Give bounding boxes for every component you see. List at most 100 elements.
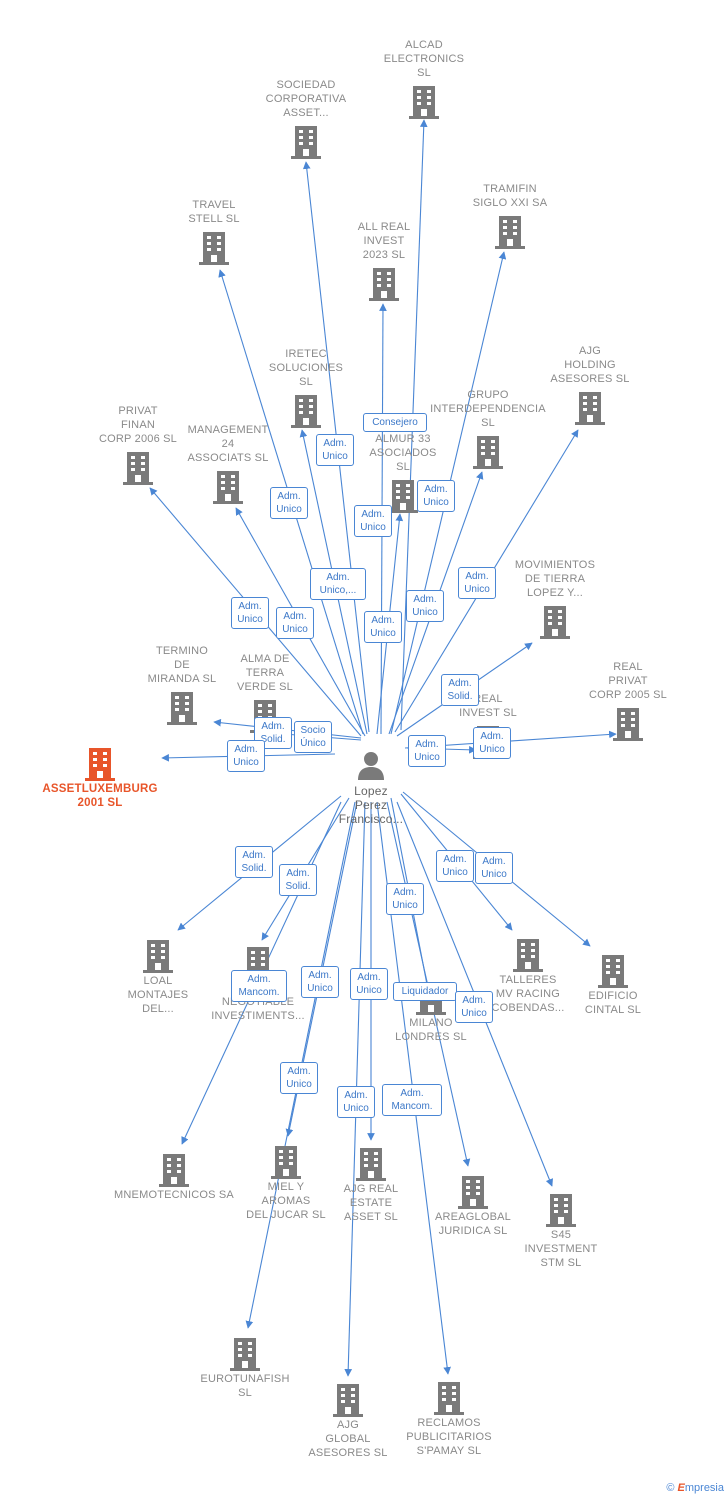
company-alcad[interactable]: ALCAD ELECTRONICS SL — [359, 39, 489, 120]
company-assetlux[interactable]: ASSETLUXEMBURG 2001 SL — [35, 746, 165, 810]
role-badge[interactable]: Adm. Mancom. — [382, 1084, 442, 1116]
building-icon — [611, 706, 645, 742]
role-badge[interactable]: Adm. Unico — [455, 991, 493, 1023]
company-travel[interactable]: TRAVEL STELL SL — [149, 199, 279, 266]
company-mnemo[interactable]: MNEMOTECNICOS SA — [109, 1152, 239, 1202]
company-grupo[interactable]: GRUPO INTERDEPENDENCIA SL — [423, 389, 553, 470]
role-badge[interactable]: Adm. Unico,... — [310, 568, 366, 600]
building-icon — [544, 1192, 578, 1228]
company-label: S45 INVESTMENT STM SL — [524, 1229, 598, 1269]
building-icon — [354, 1146, 388, 1182]
building-icon — [165, 690, 199, 726]
company-label: REAL INVEST SL — [459, 693, 517, 719]
role-badge[interactable]: Adm. Unico — [417, 480, 455, 512]
building-icon — [596, 953, 630, 989]
building-icon — [511, 937, 545, 973]
company-edificio[interactable]: EDIFICIO CINTAL SL — [548, 953, 678, 1017]
company-ajgglobal[interactable]: AJG GLOBAL ASESORES SL — [283, 1382, 413, 1460]
role-badge[interactable]: Adm. Unico — [276, 607, 314, 639]
company-realprivat[interactable]: REAL PRIVAT CORP 2005 SL — [563, 661, 693, 742]
building-icon — [141, 938, 175, 974]
role-badge[interactable]: Adm. Unico — [337, 1086, 375, 1118]
company-talleres[interactable]: TALLERES MV RACING COBENDAS... — [463, 937, 593, 1015]
company-label: MNEMOTECNICOS SA — [114, 1189, 234, 1201]
company-privatfinan[interactable]: PRIVAT FINAN CORP 2006 SL — [73, 405, 203, 486]
role-badge[interactable]: Adm. Unico — [364, 611, 402, 643]
company-label: MOVIMIENTOS DE TIERRA LOPEZ Y... — [514, 559, 596, 599]
company-tramifin[interactable]: TRAMIFIN SIGLO XXI SA — [445, 183, 575, 250]
role-badge[interactable]: Adm. Unico — [316, 434, 354, 466]
copyright-icon: © — [666, 1482, 675, 1494]
building-icon — [493, 214, 527, 250]
company-ajgreal[interactable]: AJG REAL ESTATE ASSET SL — [306, 1146, 436, 1224]
building-icon — [121, 450, 155, 486]
building-icon — [228, 1336, 262, 1372]
company-label: TRAVEL STELL SL — [188, 199, 240, 225]
company-areaglobal[interactable]: AREAGLOBAL JURIDICA SL — [408, 1174, 538, 1238]
company-management[interactable]: MANAGEMENT 24 ASSOCIATS SL — [163, 424, 293, 505]
company-movimientos[interactable]: MOVIMIENTOS DE TIERRA LOPEZ Y... — [490, 559, 620, 640]
company-loal[interactable]: LOAL MONTAJES DEL... — [93, 938, 223, 1016]
role-badge[interactable]: Adm. Solid. — [441, 674, 479, 706]
role-badge[interactable]: Adm. Unico — [408, 735, 446, 767]
company-label: AJG HOLDING ASESORES SL — [550, 345, 630, 385]
role-badge[interactable]: Adm. Unico — [270, 487, 308, 519]
company-label: TERMINO DE MIRANDA SL — [147, 645, 217, 685]
company-label: TALLERES MV RACING COBENDAS... — [491, 974, 565, 1014]
role-badge[interactable]: Adm. Solid. — [235, 846, 273, 878]
company-alma[interactable]: ALMA DE TERRA VERDE SL — [200, 653, 330, 734]
building-icon — [289, 124, 323, 160]
role-badge[interactable]: Adm. Unico — [280, 1062, 318, 1094]
company-label: ALCAD ELECTRONICS SL — [383, 39, 465, 79]
person-icon — [358, 752, 384, 780]
building-icon — [432, 1380, 466, 1416]
role-badge[interactable]: Liquidador — [393, 982, 457, 1001]
role-badge[interactable]: Adm. Unico — [386, 883, 424, 915]
company-label: ALMUR 33 ASOCIADOS SL — [369, 433, 437, 473]
company-iretec[interactable]: IRETEC SOLUCIONES SL — [241, 348, 371, 429]
role-badge[interactable]: Adm. Unico — [475, 852, 513, 884]
company-sociedad[interactable]: SOCIEDAD CORPORATIVA ASSET... — [241, 79, 371, 160]
company-eurotuna[interactable]: EUROTUNAFISH SL — [180, 1336, 310, 1400]
building-icon — [157, 1152, 191, 1188]
company-ajgholding[interactable]: AJG HOLDING ASESORES SL — [525, 345, 655, 426]
role-badge[interactable]: Adm. Unico — [301, 966, 339, 998]
role-badge[interactable]: Adm. Solid. — [254, 717, 292, 749]
role-badge[interactable]: Adm. Unico — [227, 740, 265, 772]
company-realinvest[interactable]: REAL INVEST SL — [423, 693, 553, 760]
building-icon — [331, 1382, 365, 1418]
building-icon — [407, 84, 441, 120]
company-s45[interactable]: S45 INVESTMENT STM SL — [496, 1192, 626, 1270]
company-milano[interactable]: MILANO LONDRES SL — [366, 980, 496, 1044]
building-icon — [83, 746, 117, 782]
company-allreal[interactable]: ALL REAL INVEST 2023 SL — [319, 221, 449, 302]
role-badge[interactable]: Adm. Unico — [350, 968, 388, 1000]
company-label: LOAL MONTAJES DEL... — [127, 975, 189, 1015]
building-icon — [211, 469, 245, 505]
building-icon — [197, 230, 231, 266]
company-label: TRAMIFIN SIGLO XXI SA — [472, 183, 548, 209]
role-badge[interactable]: Adm. Solid. — [279, 864, 317, 896]
role-badge[interactable]: Adm. Unico — [354, 505, 392, 537]
role-badge[interactable]: Consejero — [363, 413, 427, 432]
company-label: MANAGEMENT 24 ASSOCIATS SL — [187, 424, 269, 464]
role-badge[interactable]: Adm. Unico — [458, 567, 496, 599]
role-badge[interactable]: Adm. Unico — [231, 597, 269, 629]
company-label: MIEL Y AROMAS DEL JUCAR SL — [246, 1181, 326, 1221]
company-almur[interactable]: ALMUR 33 ASOCIADOS SL — [338, 433, 468, 514]
role-badge[interactable]: Adm. Unico — [436, 850, 474, 882]
company-miel[interactable]: MIEL Y AROMAS DEL JUCAR SL — [221, 1144, 351, 1222]
company-reclamos[interactable]: RECLAMOS PUBLICITARIOS S'PAMAY SL — [384, 1380, 514, 1458]
building-icon — [456, 1174, 490, 1210]
role-badge[interactable]: Adm. Unico — [406, 590, 444, 622]
company-termino[interactable]: TERMINO DE MIRANDA SL — [117, 645, 247, 726]
brand-logo-initial: E — [677, 1482, 685, 1494]
footer-brand: © Empresia — [666, 1482, 724, 1494]
person-name: Lopez Perez Francisco... — [338, 784, 404, 826]
company-label: MILANO LONDRES SL — [395, 1017, 467, 1043]
role-badge[interactable]: Adm. Unico — [473, 727, 511, 759]
building-icon — [573, 390, 607, 426]
role-badge[interactable]: Adm. Mancom. — [231, 970, 287, 1002]
person-node[interactable]: Lopez Perez Francisco... — [331, 750, 411, 826]
role-badge[interactable]: Socio Único — [294, 721, 332, 753]
